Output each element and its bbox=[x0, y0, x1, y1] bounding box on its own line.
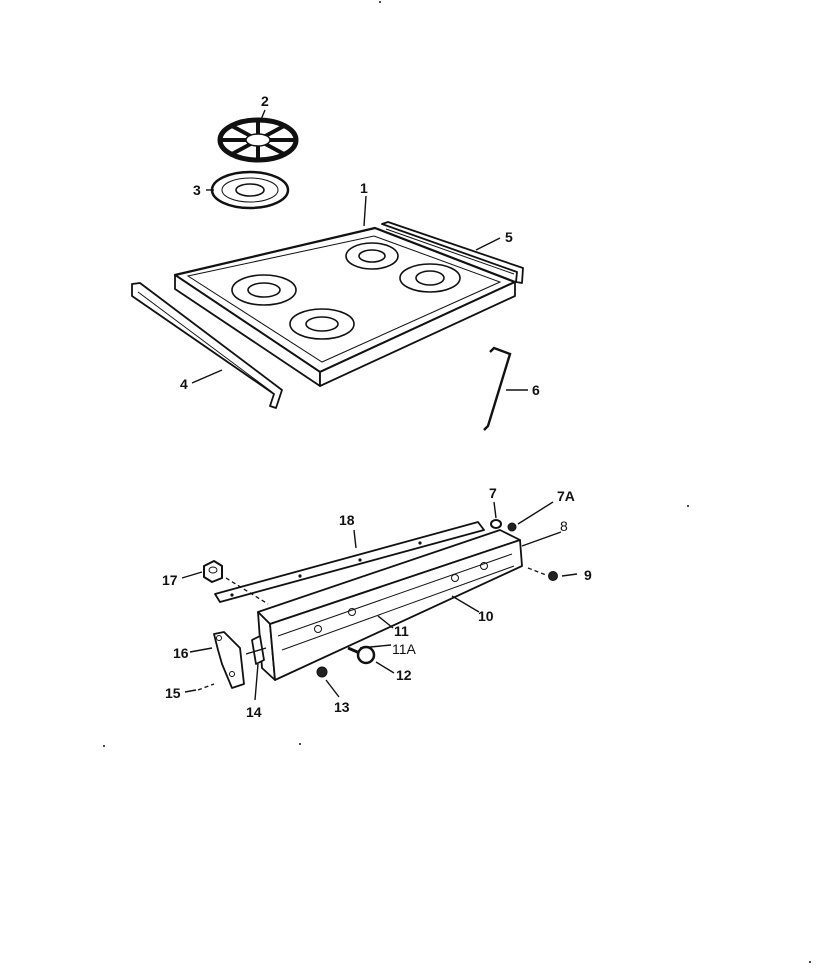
callout-7: 7 bbox=[489, 485, 497, 501]
callout-15: 15 bbox=[165, 685, 181, 701]
wire-support bbox=[483, 346, 512, 431]
control-panel bbox=[257, 529, 523, 681]
manifold-bracket bbox=[214, 521, 485, 603]
cooktop bbox=[173, 226, 517, 387]
burner-grate bbox=[217, 117, 299, 163]
callout-7a: 7A bbox=[557, 488, 575, 504]
rear-trim-strip bbox=[381, 221, 524, 284]
callout-11: 11 bbox=[394, 623, 409, 639]
callout-5: 5 bbox=[505, 229, 513, 245]
callout-6: 6 bbox=[532, 382, 540, 398]
small-nut bbox=[316, 666, 328, 678]
callout-4: 4 bbox=[180, 376, 188, 392]
callout-8: 8 bbox=[560, 518, 568, 534]
side-trim-strip bbox=[131, 282, 283, 409]
drip-bowl bbox=[210, 170, 290, 210]
callout-2: 2 bbox=[261, 93, 269, 109]
callout-1: 1 bbox=[360, 180, 368, 196]
callout-16: 16 bbox=[173, 645, 189, 661]
callout-17: 17 bbox=[162, 572, 178, 588]
screw-7 bbox=[490, 519, 502, 529]
callout-3: 3 bbox=[193, 182, 201, 198]
mounting-bracket bbox=[245, 635, 267, 665]
callout-10: 10 bbox=[478, 608, 494, 624]
screw-9 bbox=[548, 571, 558, 581]
fitting-nut bbox=[203, 560, 223, 583]
callout-12: 12 bbox=[396, 667, 412, 683]
callout-14: 14 bbox=[246, 704, 262, 720]
callout-11a: 11A bbox=[392, 641, 417, 657]
callout-18: 18 bbox=[339, 512, 355, 528]
washer-7a bbox=[507, 522, 517, 532]
callout-13: 13 bbox=[334, 699, 350, 715]
control-knob bbox=[347, 645, 376, 665]
callout-9: 9 bbox=[584, 567, 592, 583]
side-bracket bbox=[213, 631, 245, 689]
